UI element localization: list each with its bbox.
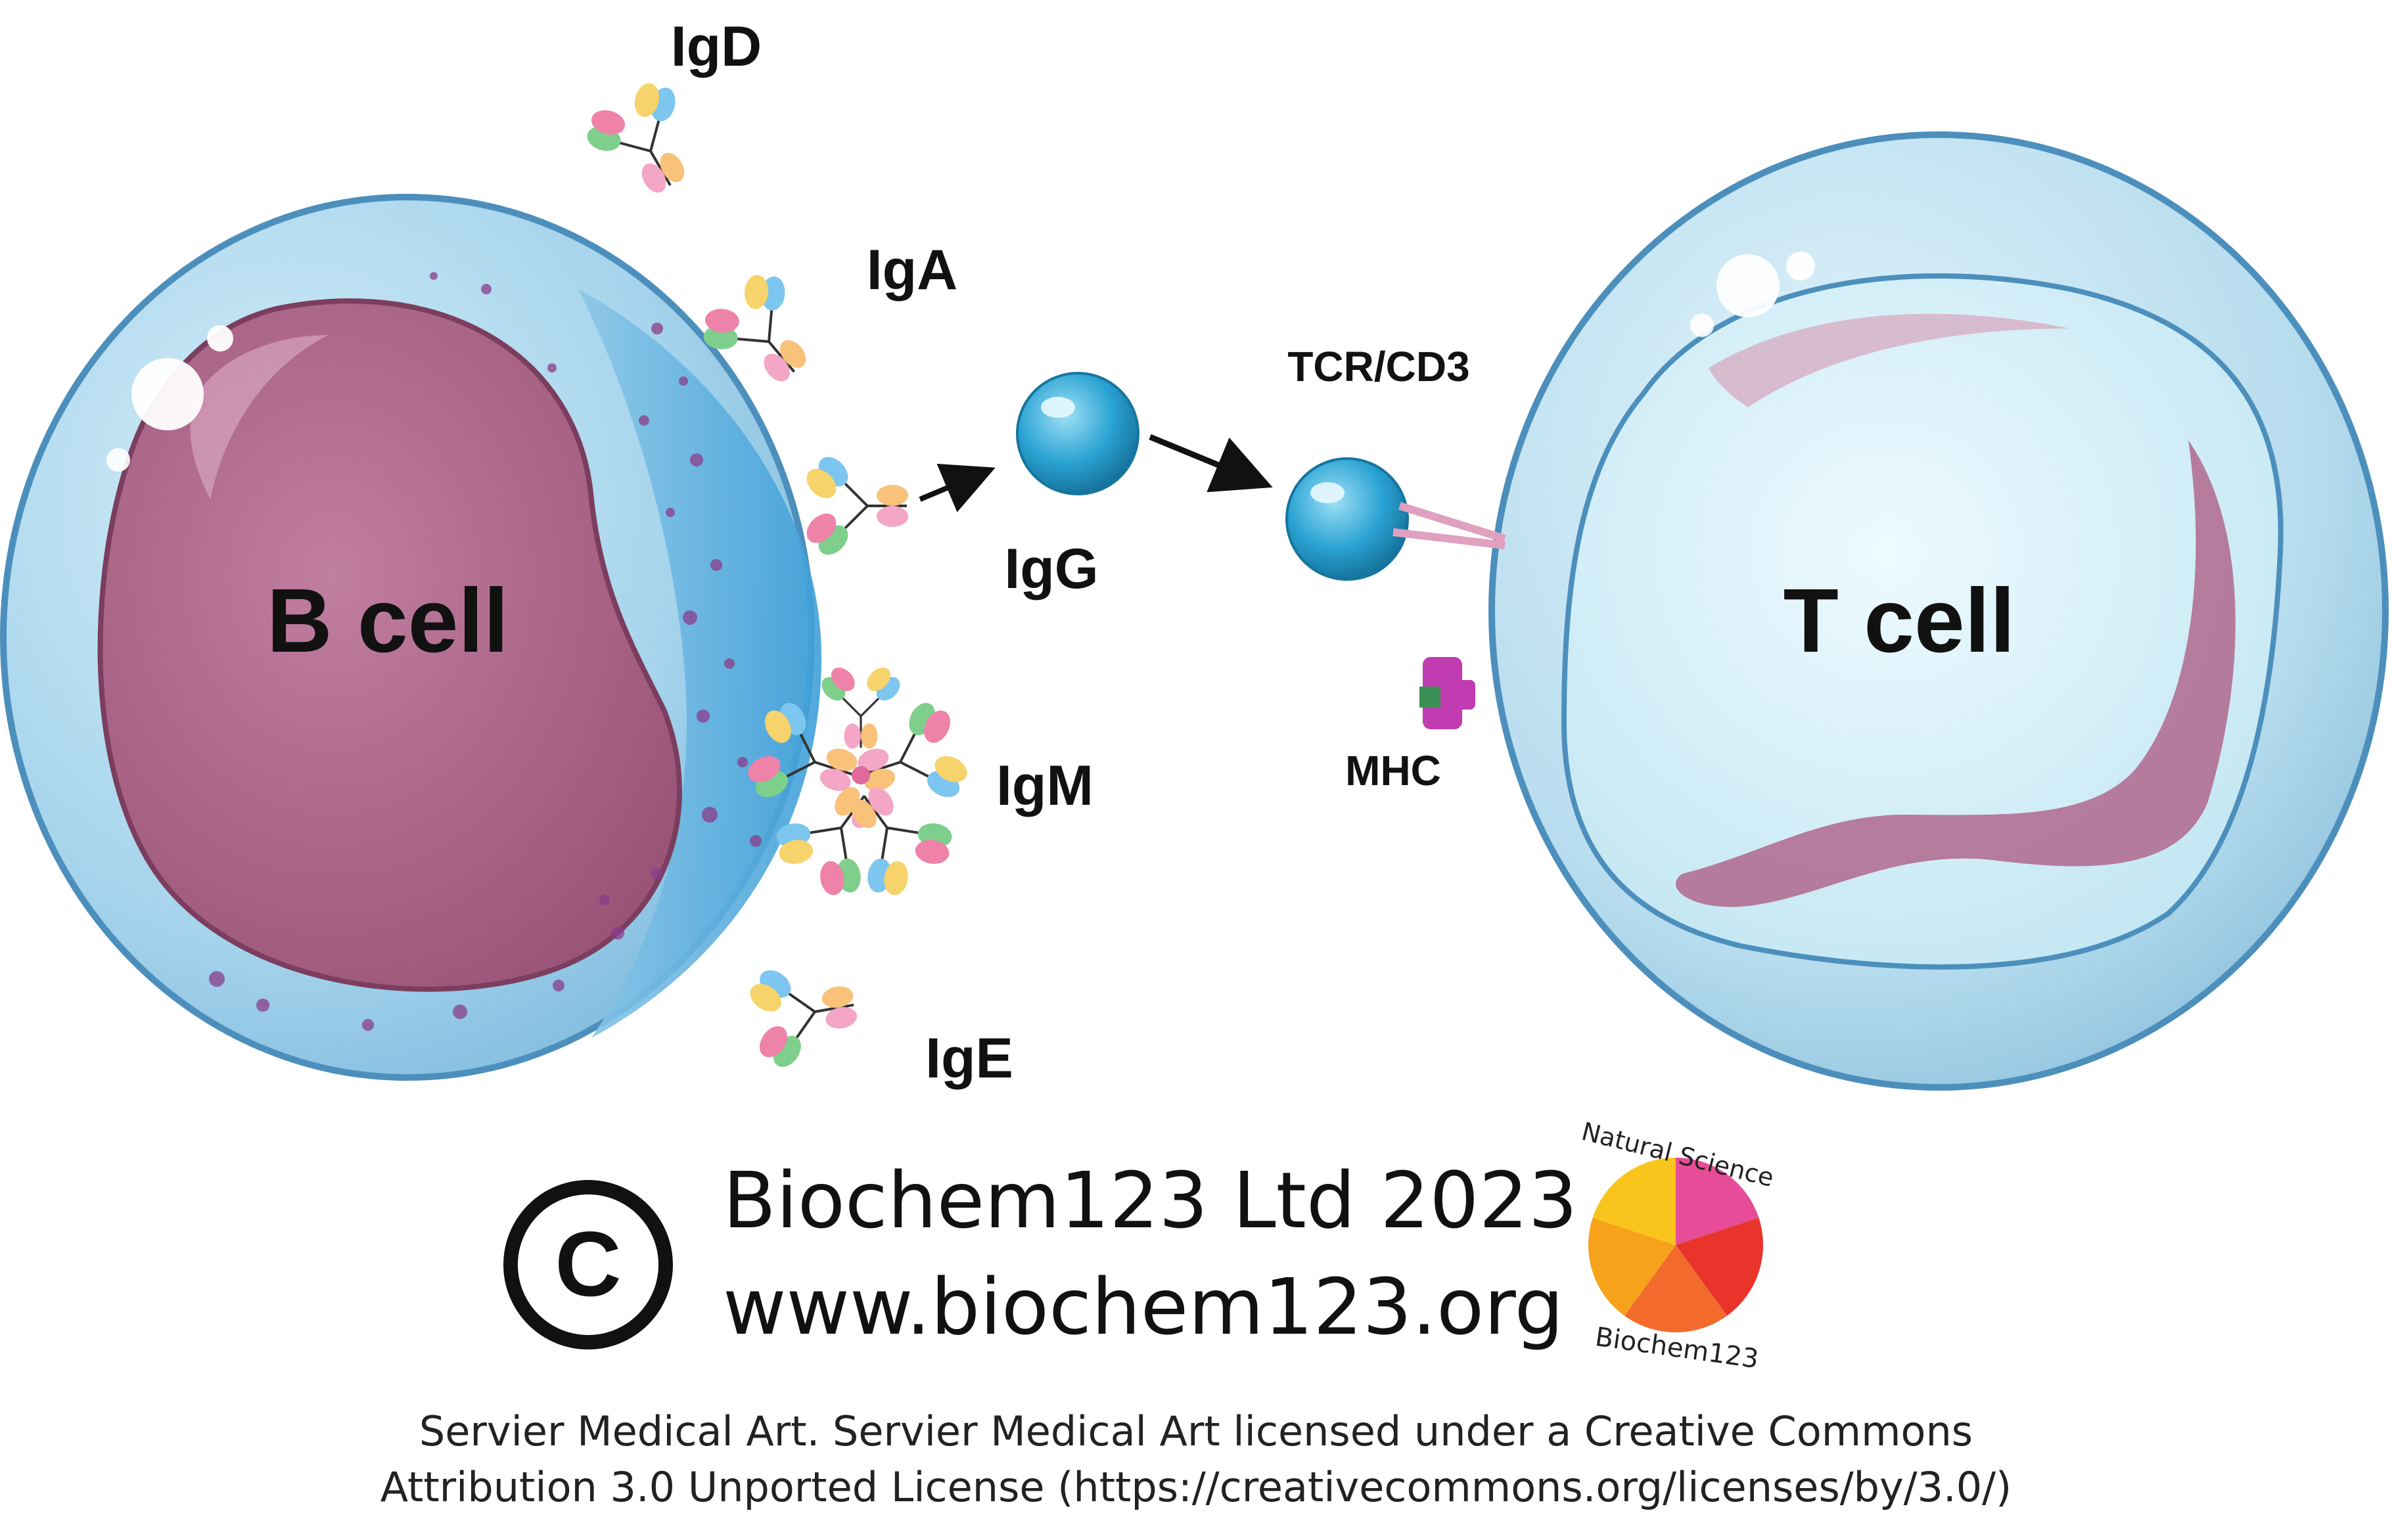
igm-label: IgM (996, 754, 1093, 817)
t-cell-top-band (1709, 313, 2070, 407)
b-cell-cytoplasm (578, 289, 821, 1038)
ige-antibody (738, 949, 866, 1079)
b-cell-bubble-small (207, 325, 233, 351)
antigen-1 (1016, 372, 1139, 495)
mhc-receptor (1419, 657, 1475, 729)
copyright-block: C Biochem123 Ltd 2023 www.biochem123.org (503, 1155, 1578, 1352)
ige-label: IgE (925, 1027, 1013, 1090)
arrow-igg-to-antigen (919, 463, 996, 512)
t-cell-bubble-small (1690, 313, 1714, 337)
tcr-receptor (1392, 502, 1506, 549)
copyright-symbol-glyph: C (555, 1212, 621, 1315)
t-cell (1488, 131, 2389, 1091)
b-cell-bubble-small (106, 448, 130, 472)
b-cell (0, 194, 821, 1081)
t-cell-nucleus (1561, 273, 2284, 970)
copyright-icon (503, 1180, 673, 1349)
mhc-label: MHC (1345, 747, 1441, 794)
igg-antibody (799, 449, 909, 562)
b-cell-label: B cell (267, 570, 509, 671)
attribution-line-2: Attribution 3.0 Unported License (https:… (380, 1463, 2012, 1511)
arrow-antigen-to-tcr (1149, 434, 1273, 493)
iga-label: IgA (867, 238, 958, 302)
t-cell-label: T cell (1783, 570, 2015, 671)
igd-antibody (568, 64, 720, 215)
company-text: Biochem123 Ltd 2023 (723, 1155, 1578, 1246)
b-cell-bubble (131, 358, 204, 430)
b-cell-nucleus-highlight (190, 335, 329, 499)
tcr-label: TCR/CD3 (1287, 343, 1469, 390)
t-cell-bubble (1716, 254, 1780, 317)
attribution-line-1: Servier Medical Art. Servier Medical Art… (419, 1407, 1973, 1455)
antigen-2 (1285, 457, 1409, 581)
website-text: www.biochem123.org (723, 1261, 1564, 1352)
t-cell-nucleus-band (1676, 440, 2236, 907)
igg-label: IgG (1004, 537, 1098, 600)
b-cell-nucleus (97, 298, 682, 992)
igm-pentamer (733, 662, 982, 914)
b-cell-vesicles (209, 272, 762, 1031)
t-cell-bubble-small (1786, 252, 1815, 281)
natural-science-logo: Natural Science Biochem123 (1578, 1117, 1776, 1375)
igd-label: IgD (671, 15, 762, 78)
